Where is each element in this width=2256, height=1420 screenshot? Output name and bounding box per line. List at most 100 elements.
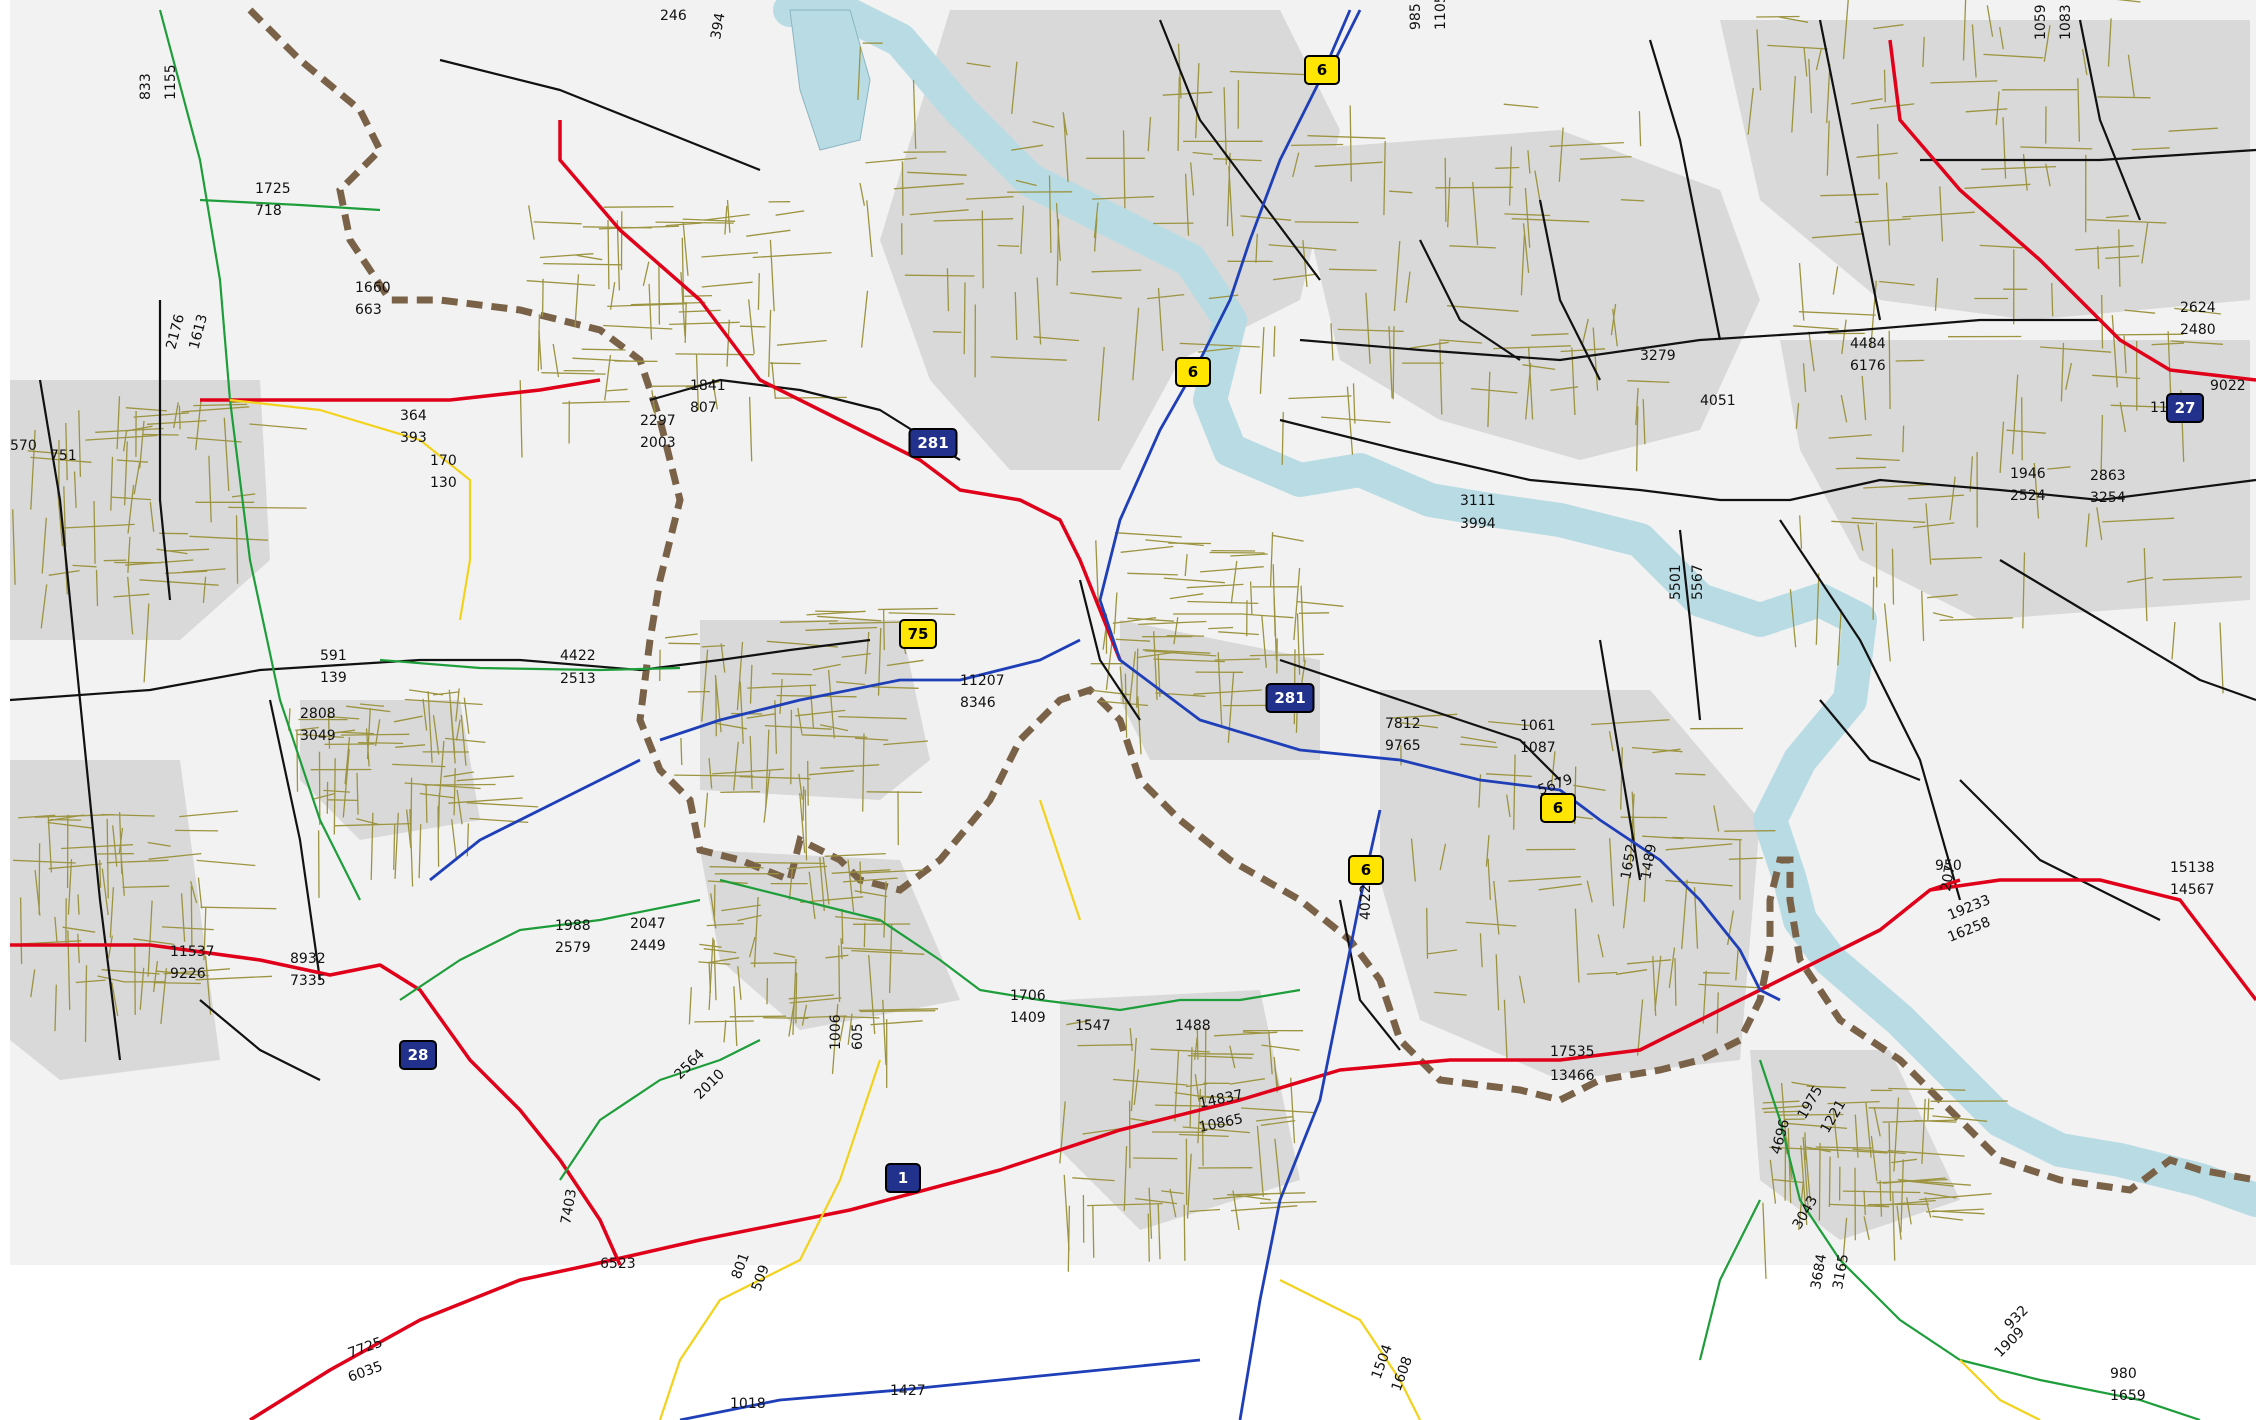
traffic-volume-label: 130 (430, 475, 457, 491)
traffic-volume-label: 1706 (1010, 988, 1046, 1004)
traffic-volume-label: 2524 (2010, 488, 2046, 504)
traffic-volume-label: 5501 (1668, 564, 1684, 600)
traffic-volume-label: 393 (400, 430, 427, 446)
traffic-volume-label: 2808 (300, 706, 336, 722)
traffic-volume-label: 807 (690, 400, 717, 416)
traffic-volume-label: 139 (320, 670, 347, 686)
traffic-volume-label: 2624 (2180, 300, 2216, 316)
traffic-volume-label: 2863 (2090, 468, 2126, 484)
traffic-volume-label: 1489 (1638, 843, 1660, 881)
expressway-routes (429, 9, 1781, 1420)
traffic-volume-label: 7335 (290, 973, 326, 989)
administrative-boundary (247, 7, 2256, 1194)
traffic-volume-label: 4422 (560, 648, 596, 664)
motorway-shield-27: 27 (2166, 393, 2204, 423)
traffic-volume-label: 11207 (960, 673, 1005, 689)
traffic-volume-label: 9765 (1385, 738, 1421, 754)
traffic-volume-label: 2297 (640, 413, 676, 429)
traffic-volume-label: 570 (10, 438, 37, 454)
traffic-volume-label: 1547 (1075, 1018, 1111, 1034)
traffic-volume-label: 170 (430, 453, 457, 469)
traffic-volume-label: 5567 (1690, 564, 1706, 600)
traffic-volume-label: 605 (850, 1023, 866, 1050)
motorway-shield-281: 281 (1265, 683, 1315, 713)
traffic-volume-label: 980 (2110, 1366, 2137, 1382)
shield-plate (399, 1040, 437, 1070)
traffic-volume-label: 1006 (828, 1014, 844, 1050)
traffic-volume-label: 4484 (1850, 336, 1886, 352)
traffic-volume-label: 207 (1938, 864, 1958, 893)
traffic-volume-label: 1725 (255, 181, 291, 197)
traffic-volume-label: 663 (355, 302, 382, 318)
traffic-volume-label: 11537 (170, 944, 215, 960)
traffic-volume-label: 2003 (640, 435, 676, 451)
traffic-volume-label: 7403 (558, 1188, 580, 1226)
shield-number: 1 (898, 1169, 908, 1187)
urban-areas (10, 10, 2250, 1240)
shield-number: 6 (1317, 61, 1327, 79)
shield-plate (1304, 55, 1340, 85)
traffic-volume-label: 1660 (355, 280, 391, 296)
traffic-volume-label: 1105 (1433, 0, 1449, 30)
national-road-shield-6: 6 (1304, 55, 1340, 85)
traffic-volume-label: 1409 (1010, 1010, 1046, 1026)
traffic-volume-label: 17535 (1550, 1044, 1595, 1060)
traffic-volume-label: 3684 (1808, 1253, 1830, 1291)
traffic-volume-label: 6523 (600, 1256, 636, 1272)
traffic-volume-labels: 1153792268932733577256035148371086517535… (10, 0, 2246, 1412)
traffic-volume-label: 1155 (163, 64, 179, 100)
shield-number: 75 (908, 625, 929, 643)
traffic-volume-label: 2449 (630, 938, 666, 954)
shield-number: 27 (2175, 399, 2196, 417)
motorway-shield-281: 281 (908, 428, 958, 458)
shield-plate (885, 1163, 921, 1193)
traffic-volume-label: 8346 (960, 695, 996, 711)
shield-number: 281 (1274, 689, 1305, 707)
traffic-volume-label: 1652 (1618, 843, 1640, 881)
shield-plate (899, 619, 937, 649)
traffic-volume-label: 8932 (290, 951, 326, 967)
shield-number: 6 (1553, 799, 1563, 817)
traffic-volume-label: 1988 (555, 918, 591, 934)
traffic-volume-label: 751 (50, 448, 77, 464)
traffic-volume-label: 1488 (1175, 1018, 1211, 1034)
shield-plate (1540, 793, 1576, 823)
traffic-volume-label: 14567 (2170, 882, 2215, 898)
traffic-volume-label: 591 (320, 648, 347, 664)
shield-number: 6 (1361, 861, 1371, 879)
national-road-shield-6: 6 (1348, 855, 1384, 885)
traffic-volume-label: 364 (400, 408, 427, 424)
national-road-shield-6: 6 (1175, 357, 1211, 387)
main-road-network (9, 19, 2256, 1081)
shield-plate (1265, 683, 1315, 713)
national-road-shield-75: 75 (899, 619, 937, 649)
motorway-shield-1: 1 (885, 1163, 921, 1193)
traffic-volume-label: 3049 (300, 728, 336, 744)
traffic-volume-label: 15138 (2170, 860, 2215, 876)
traffic-volume-label: 9022 (2210, 378, 2246, 394)
traffic-volume-label: 3165 (1830, 1253, 1852, 1291)
shield-plate (1348, 855, 1384, 885)
shield-number: 6 (1188, 363, 1198, 381)
river (773, 0, 2256, 1217)
traffic-volume-label: 7812 (1385, 716, 1421, 732)
traffic-volume-label: 833 (138, 73, 154, 100)
minor-routes (229, 398, 2041, 1420)
traffic-volume-label: 1659 (2110, 1388, 2146, 1404)
local-road-network (12, 0, 2242, 1279)
traffic-volume-label: 3254 (2090, 490, 2126, 506)
traffic-volume-label: 2047 (630, 916, 666, 932)
traffic-volume-label: 3994 (1460, 516, 1496, 532)
shield-number: 28 (408, 1046, 429, 1064)
traffic-volume-label: 246 (660, 8, 687, 24)
national-road-shield-6: 6 (1540, 793, 1576, 823)
traffic-volume-label: 13466 (1550, 1068, 1595, 1084)
traffic-volume-label: 1087 (1520, 740, 1556, 756)
traffic-volume-label: 2480 (2180, 322, 2216, 338)
traffic-volume-label: 1083 (2058, 4, 2074, 40)
traffic-volume-label: 394 (708, 12, 728, 41)
traffic-volume-label: 3111 (1460, 493, 1496, 509)
